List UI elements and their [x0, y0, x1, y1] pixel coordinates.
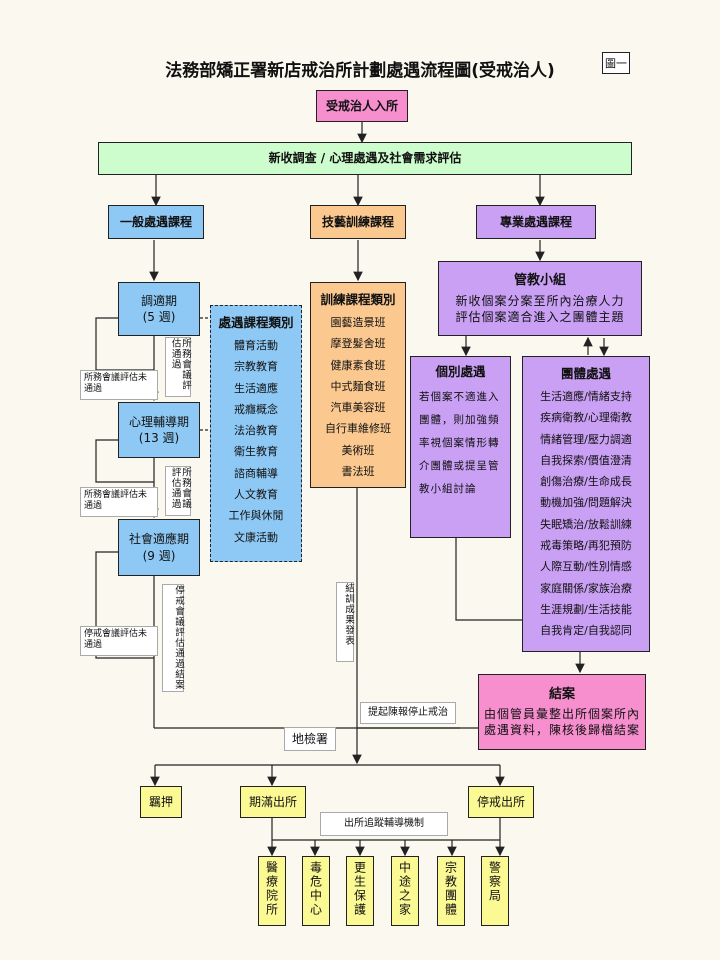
list-item: 動機加強/問題解決 [540, 496, 632, 510]
note-eval-fail-2: 所務會議評估未通過 [80, 487, 158, 517]
closing-line1: 由個管員彙整出所個案所內 [483, 707, 640, 722]
phase-psych: 心理輔導期 (13 週) [118, 402, 200, 458]
closing-title: 結案 [548, 686, 575, 702]
page-title: 法務部矯正署新店戒治所計劃處遇流程圖(受戒治人) [165, 61, 555, 81]
note-eval-fail-1: 所務會議評估未通過 [80, 370, 158, 400]
list-item: 生活適應 [234, 381, 278, 395]
general-course-node: 一般處遇課程 [108, 205, 204, 239]
note-stop-eval-pass: 停戒會議評估通過結案 [162, 584, 184, 692]
case-team-node: 管教小組 新收個案分案至所內治療人力 評估個案適合進入之團體主題 [438, 261, 642, 336]
list-item: 生涯規劃/生活技能 [540, 602, 632, 616]
phase-social-weeks: (9 週) [142, 548, 176, 563]
closing-line2: 處遇資料，陳核後歸檔結案 [483, 723, 640, 738]
phase-psych-weeks: (13 週) [138, 431, 180, 445]
phase-adapt-weeks: (5 週) [142, 310, 176, 324]
list-item: 宗教教育 [234, 360, 278, 374]
case-team-line1: 新收個案分案至所內治療人力 [455, 293, 625, 308]
list-item: 健康素食班 [330, 358, 386, 372]
group-treatment-list: 團體處遇 生活適應/情緒支持 疾病衛教/心理衛教 情緒管理/壓力調適 自我探索/… [522, 356, 650, 652]
note-training-result: 結訓成果發表 [336, 582, 354, 662]
case-team-title: 管教小組 [513, 273, 566, 289]
phase-adapt: 調適期 (5 週) [118, 282, 200, 336]
list-item: 自我肯定/自我認同 [540, 624, 632, 638]
destination-police: 警察局 [481, 856, 509, 926]
list-item: 疾病衛教/心理衛教 [540, 411, 632, 425]
list-item: 失眠矯治/放鬆訓練 [540, 517, 632, 531]
list-item: 中式麵食班 [330, 379, 386, 393]
phase-social: 社會適應期 (9 週) [118, 519, 200, 576]
individual-text: 若個案不適進入團體，則加強頻率視個案情形轉介團體或提呈管教小組討論 [419, 391, 500, 495]
destination-hospital: 醫療院所 [258, 856, 286, 926]
list-item: 摩登髮舍班 [330, 337, 386, 351]
list-item: 汽車美容班 [330, 401, 386, 415]
followup-label: 出所追蹤輔導機制 [320, 812, 448, 836]
destination-halfway-house: 中途之家 [391, 856, 419, 926]
note-appeal: 提起陳報停止戒治 [360, 702, 456, 724]
list-item: 情緒管理/壓力調適 [540, 432, 632, 446]
list-item: 自行車維修班 [325, 422, 391, 436]
phase-psych-name: 心理輔導期 [128, 414, 189, 429]
stop-release-node: 停戒出所 [468, 786, 534, 818]
phase-social-name: 社會適應期 [128, 532, 189, 547]
prosecutor-node: 地檢署 [284, 727, 336, 751]
case-team-line2: 評估個案適合進入之團體主題 [455, 309, 625, 324]
special-course-node: 專業處遇課程 [476, 205, 596, 239]
list-item: 創傷治療/生命成長 [540, 475, 632, 489]
list-item: 美術班 [341, 443, 375, 457]
note-eval-pass-2: 所務會議評估通過 [165, 466, 191, 516]
list-item: 園藝造景班 [330, 316, 386, 329]
training-list-title: 訓練課程類別 [320, 292, 396, 307]
list-item: 人文教育 [234, 488, 278, 502]
expire-release-node: 期滿出所 [240, 786, 306, 818]
list-item: 生活適應/情緒支持 [540, 390, 632, 403]
list-item: 自我探索/價值澄清 [540, 453, 632, 467]
closing-node: 結案 由個管員彙整出所個案所內 處遇資料，陳核後歸檔結案 [478, 674, 646, 750]
assessment-node: 新收調查 / 心理處遇及社會需求評估 [98, 142, 632, 175]
individual-treatment-node: 個別處遇 若個案不適進入團體，則加強頻率視個案情形轉介團體或提呈管教小組討論 [410, 356, 511, 538]
custody-node: 羈押 [140, 786, 182, 818]
note-eval-pass-1: 所務會議評估通過 [165, 337, 191, 397]
list-item: 工作與休閒 [228, 509, 284, 523]
list-item: 家庭關係/家族治療 [540, 581, 632, 595]
group-list-title: 團體處遇 [560, 366, 611, 381]
list-item: 書法班 [341, 465, 375, 479]
list-item: 戒毒策略/再犯預防 [540, 539, 632, 553]
destination-rehab-protection: 更生保護 [346, 856, 374, 926]
list-item: 戒癮概念 [234, 402, 278, 416]
destination-drug-center: 毒危中心 [302, 856, 330, 926]
individual-title: 個別處遇 [435, 364, 486, 379]
treatment-course-list: 處遇課程類別 體育活動 宗教教育 生活適應 戒癮概念 法治教育 衛生教育 諮商輔… [210, 305, 302, 562]
intake-node: 受戒治人入所 [316, 90, 408, 122]
training-course-list: 訓練課程類別 園藝造景班 摩登髮舍班 健康素食班 中式麵食班 汽車美容班 自行車… [310, 282, 406, 488]
list-item: 文康活動 [234, 530, 278, 544]
skills-course-node: 技藝訓練課程 [310, 205, 406, 239]
list-item: 法治教育 [234, 424, 278, 438]
note-stop-eval-fail: 停戒會議評估未通過 [80, 626, 158, 656]
list-item: 體育活動 [234, 339, 278, 352]
figure-label: 圖一 [602, 52, 630, 74]
list-item: 人際互動/性別情感 [540, 560, 632, 574]
destination-religious-group: 宗教團體 [437, 856, 465, 926]
phase-adapt-name: 調適期 [140, 293, 177, 308]
list-item: 諮商輔導 [234, 466, 278, 480]
list-item: 衛生教育 [234, 445, 278, 459]
treatment-list-title: 處遇課程類別 [218, 315, 294, 330]
